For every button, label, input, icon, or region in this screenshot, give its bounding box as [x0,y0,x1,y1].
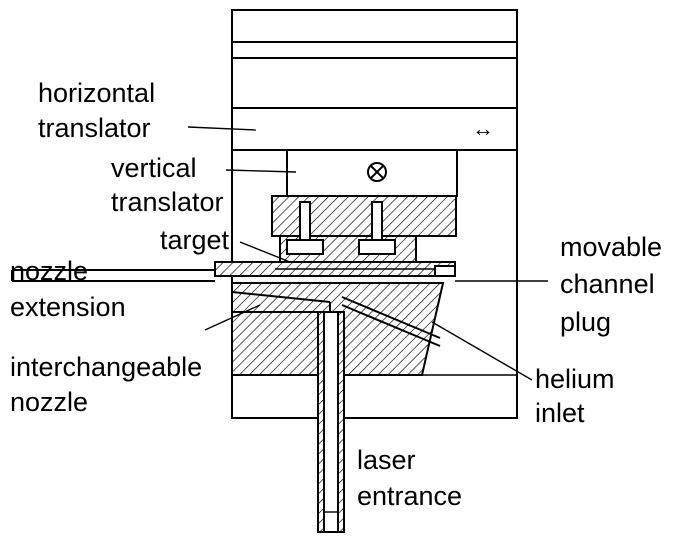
circled-x-icon [367,162,387,182]
label-interchangeable-nozzle: interchangeable nozzle [10,352,202,417]
outer-housing [231,9,518,419]
svg-text:vertical: vertical [111,153,197,183]
svg-text:plug: plug [560,307,611,337]
leader-lines [187,126,548,381]
label-horizontal-translator: horizontal translator [38,78,155,143]
svg-text:nozzle: nozzle [10,387,88,417]
svg-text:channel: channel [560,269,655,299]
svg-text:extension: extension [10,292,126,322]
svg-text:movable: movable [560,232,662,262]
svg-text:laser: laser [357,445,416,475]
horizontal-arrow-icon: ↔ [472,116,494,141]
horizontal-translator: ↔ [231,107,518,151]
svg-text:interchangeable: interchangeable [10,352,202,382]
laser-entrance-tube [317,311,345,533]
label-laser-entrance: laser entrance [357,445,462,511]
label-nozzle-extension: nozzle extension [10,256,126,322]
label-helium-inlet: helium inlet [535,364,615,428]
interchangeable-nozzle [231,282,445,376]
target-holder [271,195,457,263]
label-movable-channel-plug: movable channel plug [560,232,662,337]
svg-text:helium: helium [535,364,615,394]
svg-text:translator: translator [111,187,224,217]
svg-text:horizontal: horizontal [38,78,155,108]
svg-text:translator: translator [38,113,151,143]
vertical-translator [286,149,458,197]
label-target: target [160,225,230,255]
label-vertical-translator: vertical translator [111,153,224,217]
svg-text:nozzle: nozzle [10,256,88,286]
target-plate [214,261,456,277]
nozzle-extension-tube [11,269,215,282]
svg-text:inlet: inlet [535,398,585,428]
svg-text:entrance: entrance [357,481,462,511]
